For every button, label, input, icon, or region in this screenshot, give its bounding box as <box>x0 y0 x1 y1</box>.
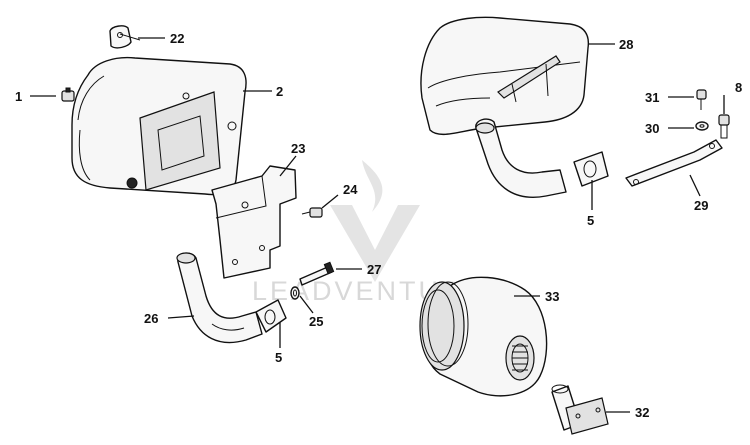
callout-29: 29 <box>694 198 708 213</box>
leader-29 <box>689 174 701 197</box>
leader-lines <box>30 37 725 413</box>
part-8-bolt <box>718 114 730 139</box>
part-25-washer <box>290 286 300 300</box>
part-33-canister <box>419 276 548 397</box>
part-26-elbow <box>176 252 263 344</box>
leader-25 <box>299 295 314 314</box>
part-27-bolt <box>299 261 335 286</box>
watermark-logo-mark <box>330 160 420 282</box>
leader-24 <box>321 194 339 209</box>
callout-labels: 1 2 22 23 24 27 25 26 5 28 5 31 30 8 29 … <box>15 31 742 420</box>
callout-8: 8 <box>735 80 742 95</box>
part-5-gasket-left <box>255 299 287 333</box>
callout-25: 25 <box>309 314 323 329</box>
leader-26 <box>167 315 195 319</box>
part-32-fitting <box>551 384 609 435</box>
callout-31: 31 <box>645 90 659 105</box>
callout-26: 26 <box>144 311 158 326</box>
part-23-bracket <box>211 165 297 279</box>
callout-24: 24 <box>343 182 358 197</box>
part-24-screw <box>301 207 323 218</box>
callout-28: 28 <box>619 37 633 52</box>
part-28-heat-shield-muffler <box>420 16 590 135</box>
callout-23: 23 <box>291 141 305 156</box>
callout-30: 30 <box>645 121 659 136</box>
callout-33: 33 <box>545 289 559 304</box>
part-22-tab <box>109 25 141 49</box>
part-29-strap <box>625 139 723 187</box>
callout-2: 2 <box>276 84 283 99</box>
callout-27: 27 <box>367 262 381 277</box>
part-31-bolt <box>696 89 707 110</box>
part-5-gasket-right <box>573 151 609 187</box>
part-2-muffler <box>71 56 247 196</box>
part-28-elbow-pipe <box>475 118 567 198</box>
callout-1: 1 <box>15 89 22 104</box>
callout-5-left: 5 <box>275 350 282 365</box>
leader-23 <box>279 155 297 177</box>
callout-32: 32 <box>635 405 649 420</box>
part-1-screw <box>61 87 75 102</box>
part-30-washer <box>695 121 709 131</box>
callout-22: 22 <box>170 31 184 46</box>
callout-5-right: 5 <box>587 213 594 228</box>
